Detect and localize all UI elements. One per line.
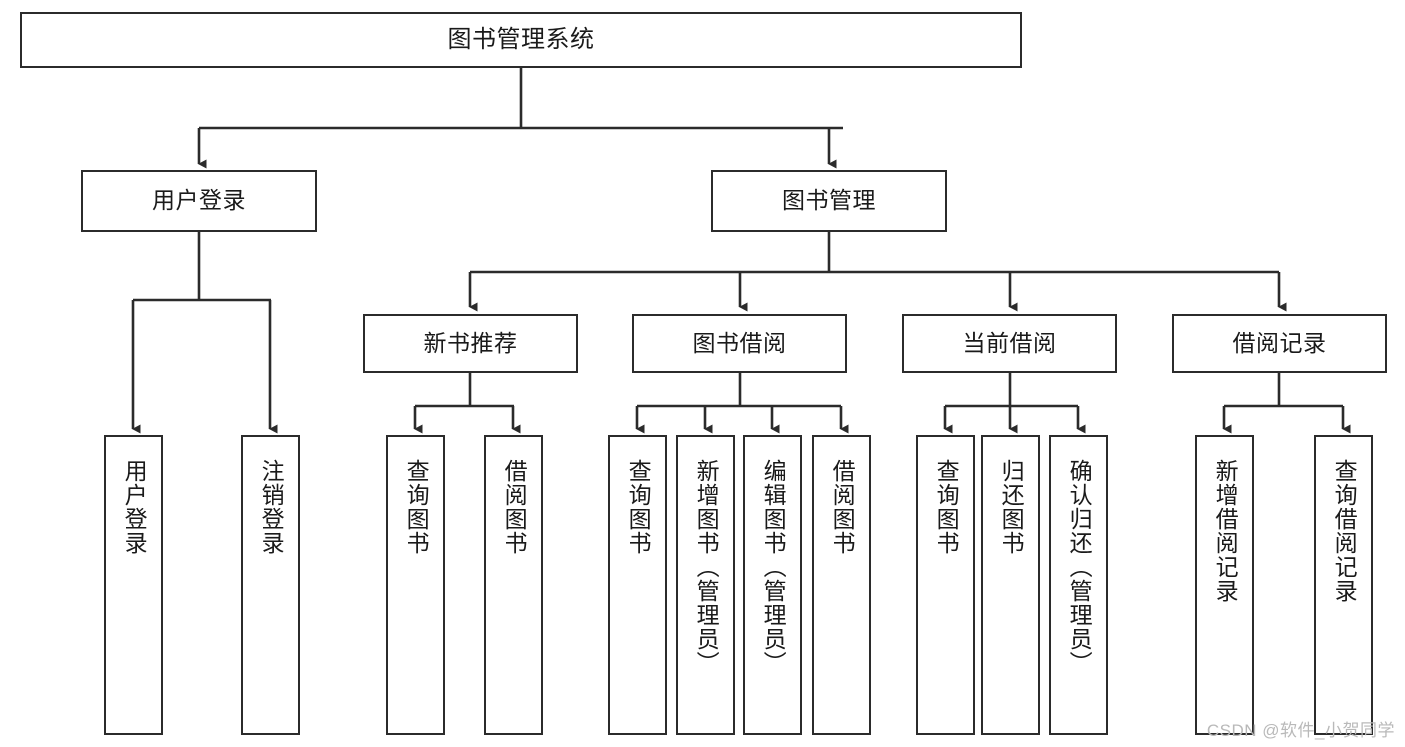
leaf-user-login-login[interactable]: 用户登录: [104, 435, 163, 735]
leaf-borrow-record-add-label: 新增借阅记录: [1212, 459, 1239, 603]
leaf-new-book-query[interactable]: 查询图书: [386, 435, 445, 735]
node-new-book-recommend-label: 新书推荐: [423, 329, 518, 356]
leaf-borrow-record-query-label: 查询借阅记录: [1331, 459, 1358, 603]
leaf-borrow-record-add[interactable]: 新增借阅记录: [1195, 435, 1254, 735]
leaf-borrow-record-query[interactable]: 查询借阅记录: [1314, 435, 1373, 735]
node-book-management[interactable]: 图书管理: [711, 170, 947, 232]
leaf-current-borrow-query-label: 查询图书: [933, 459, 960, 555]
leaf-book-borrow-query-label: 查询图书: [625, 459, 652, 555]
node-root-system-label: 图书管理系统: [447, 25, 595, 53]
leaf-book-borrow-borrow-label: 借阅图书: [829, 459, 856, 555]
node-root-system[interactable]: 图书管理系统: [20, 12, 1022, 68]
node-user-login-label: 用户登录: [152, 187, 246, 214]
node-new-book-recommend[interactable]: 新书推荐: [363, 314, 578, 373]
leaf-new-book-borrow-label: 借阅图书: [501, 459, 528, 555]
leaf-book-borrow-add[interactable]: 新增图书（管理员）: [676, 435, 735, 735]
leaf-book-borrow-edit[interactable]: 编辑图书（管理员）: [743, 435, 802, 735]
node-borrow-record[interactable]: 借阅记录: [1172, 314, 1387, 373]
node-borrow-record-label: 借阅记录: [1232, 329, 1327, 356]
leaf-book-borrow-add-label: 新增图书（管理员）: [693, 459, 720, 675]
leaf-current-borrow-query[interactable]: 查询图书: [916, 435, 975, 735]
leaf-book-borrow-query[interactable]: 查询图书: [608, 435, 667, 735]
leaf-new-book-query-label: 查询图书: [403, 459, 430, 555]
leaf-user-login-logout[interactable]: 注销登录: [241, 435, 300, 735]
node-user-login[interactable]: 用户登录: [81, 170, 317, 232]
leaf-user-login-login-label: 用户登录: [121, 459, 148, 555]
node-book-management-label: 图书管理: [782, 187, 876, 214]
leaf-book-borrow-borrow[interactable]: 借阅图书: [812, 435, 871, 735]
node-current-borrow[interactable]: 当前借阅: [902, 314, 1117, 373]
leaf-current-borrow-return[interactable]: 归还图书: [981, 435, 1040, 735]
node-book-borrow[interactable]: 图书借阅: [632, 314, 847, 373]
leaf-current-borrow-confirm[interactable]: 确认归还（管理员）: [1049, 435, 1108, 735]
leaf-user-login-logout-label: 注销登录: [258, 459, 285, 555]
node-book-borrow-label: 图书借阅: [692, 329, 787, 356]
node-current-borrow-label: 当前借阅: [962, 329, 1057, 356]
leaf-current-borrow-confirm-label: 确认归还（管理员）: [1066, 459, 1093, 675]
leaf-book-borrow-edit-label: 编辑图书（管理员）: [760, 459, 787, 675]
watermark-text: CSDN @软件_小贺同学: [1206, 721, 1395, 740]
leaf-current-borrow-return-label: 归还图书: [998, 459, 1025, 555]
leaf-new-book-borrow[interactable]: 借阅图书: [484, 435, 543, 735]
